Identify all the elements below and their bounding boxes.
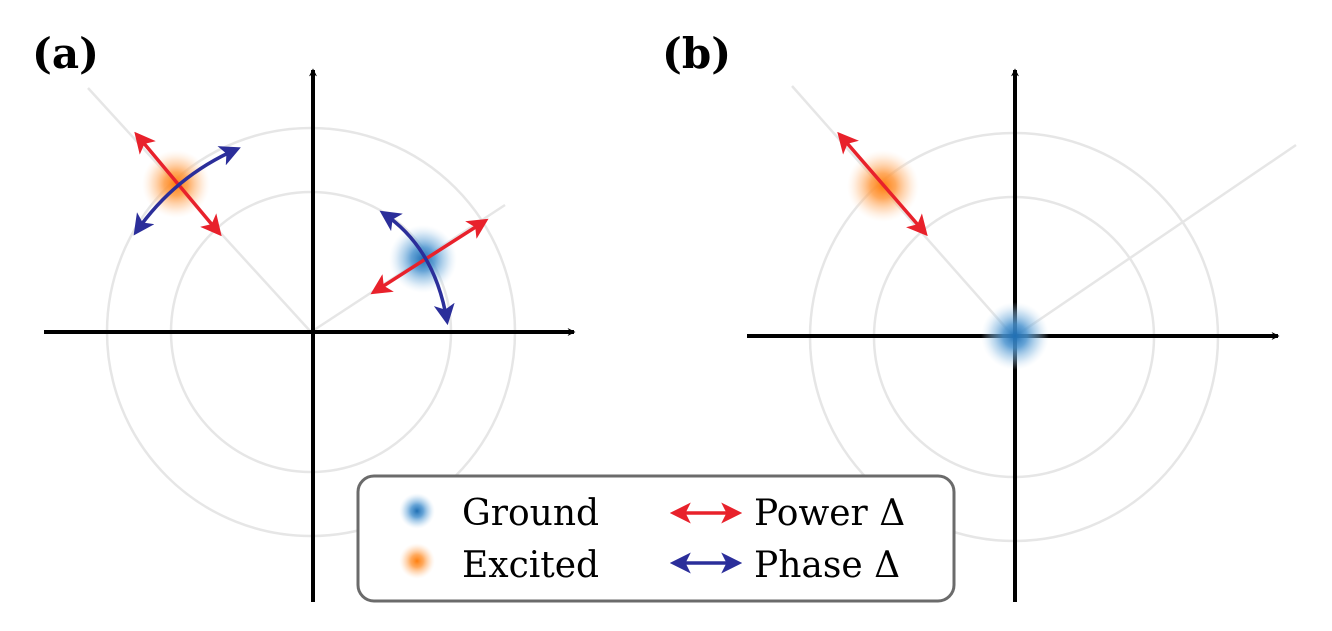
legend-ground-label: Ground	[462, 493, 599, 534]
legend-excited-swatch	[399, 543, 435, 579]
panel-b: (b)	[662, 29, 1297, 602]
panel-a-excited-phase-arrow	[133, 146, 241, 236]
legend-phase-label: Phase Δ	[754, 545, 900, 586]
panel-b-label: (b)	[662, 29, 731, 78]
panel-a: (a)	[32, 29, 576, 602]
legend-excited-label: Excited	[462, 545, 599, 586]
legend: Ground Excited Power Δ Phase Δ	[356, 474, 956, 603]
panel-a-ground-phase-arrow	[379, 210, 455, 326]
legend-power-label: Power Δ	[754, 493, 905, 534]
panel-a-label: (a)	[32, 29, 99, 78]
panel-b-ground-state	[981, 302, 1049, 370]
legend-box	[356, 474, 956, 603]
panel-b-ground-ray	[1013, 143, 1297, 339]
panel-b-excited-power-arrow	[837, 131, 928, 237]
panel-a-axes	[44, 68, 576, 602]
legend-ground-swatch	[399, 493, 435, 529]
